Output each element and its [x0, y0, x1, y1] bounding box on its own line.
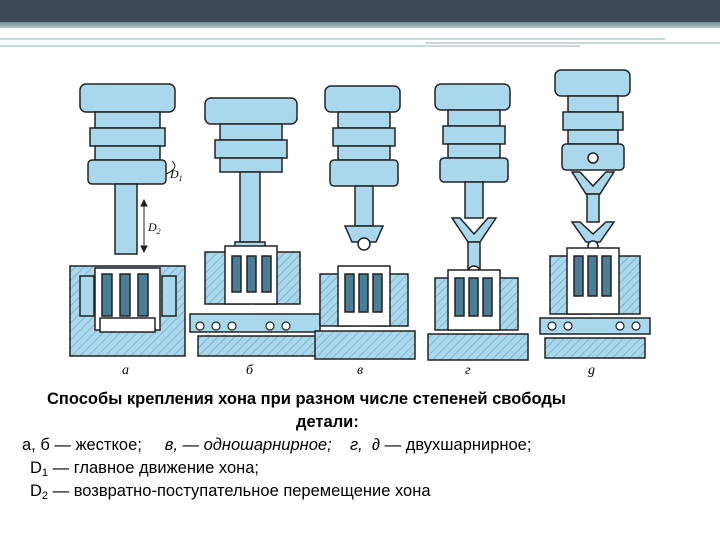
- caption-g: г,: [350, 436, 363, 454]
- slide-header-accent: [0, 22, 720, 28]
- header-decor-lines: [0, 38, 720, 47]
- caption-double-hinge: ∂ — двухшарнирное;: [371, 436, 532, 454]
- caption-line5: D2 — возвратно-поступательное перемещени…: [30, 482, 431, 502]
- slide-header-bar: [0, 0, 720, 28]
- panel-d-rollers: [547, 321, 641, 331]
- d1-label: D1: [169, 167, 183, 183]
- caption-line3: а, б — жесткое; в, — одношарнирное; г, ∂…: [22, 434, 531, 457]
- caption-line4: D1 — главное движение хона;: [30, 459, 260, 479]
- panel-label-a: а: [122, 363, 129, 378]
- panel-label-b: б: [246, 363, 254, 378]
- panel-v: [314, 85, 416, 360]
- panel-label-g: г: [465, 363, 471, 378]
- honing-fixture-diagram: D1 D2 а б: [69, 69, 651, 378]
- d2-arrow: [140, 198, 148, 254]
- caption-rigid: а, б — жесткое;: [22, 436, 142, 454]
- caption-single-hinge: в, — одношарнирное;: [164, 436, 332, 454]
- caption-title-line1: Способы крепления хона при разном числе …: [47, 390, 566, 408]
- panel-label-d: g: [588, 363, 595, 378]
- panel-d: [539, 69, 651, 359]
- panel-label-v: в: [357, 363, 363, 378]
- panel-a: [69, 83, 186, 357]
- d2-label: D2: [147, 220, 161, 236]
- d1-arrow: [165, 160, 176, 175]
- caption-title-line2: детали:: [296, 413, 359, 431]
- panel-b: [189, 97, 324, 357]
- panel-b-rollers: [195, 321, 291, 331]
- panel-g: [427, 83, 529, 361]
